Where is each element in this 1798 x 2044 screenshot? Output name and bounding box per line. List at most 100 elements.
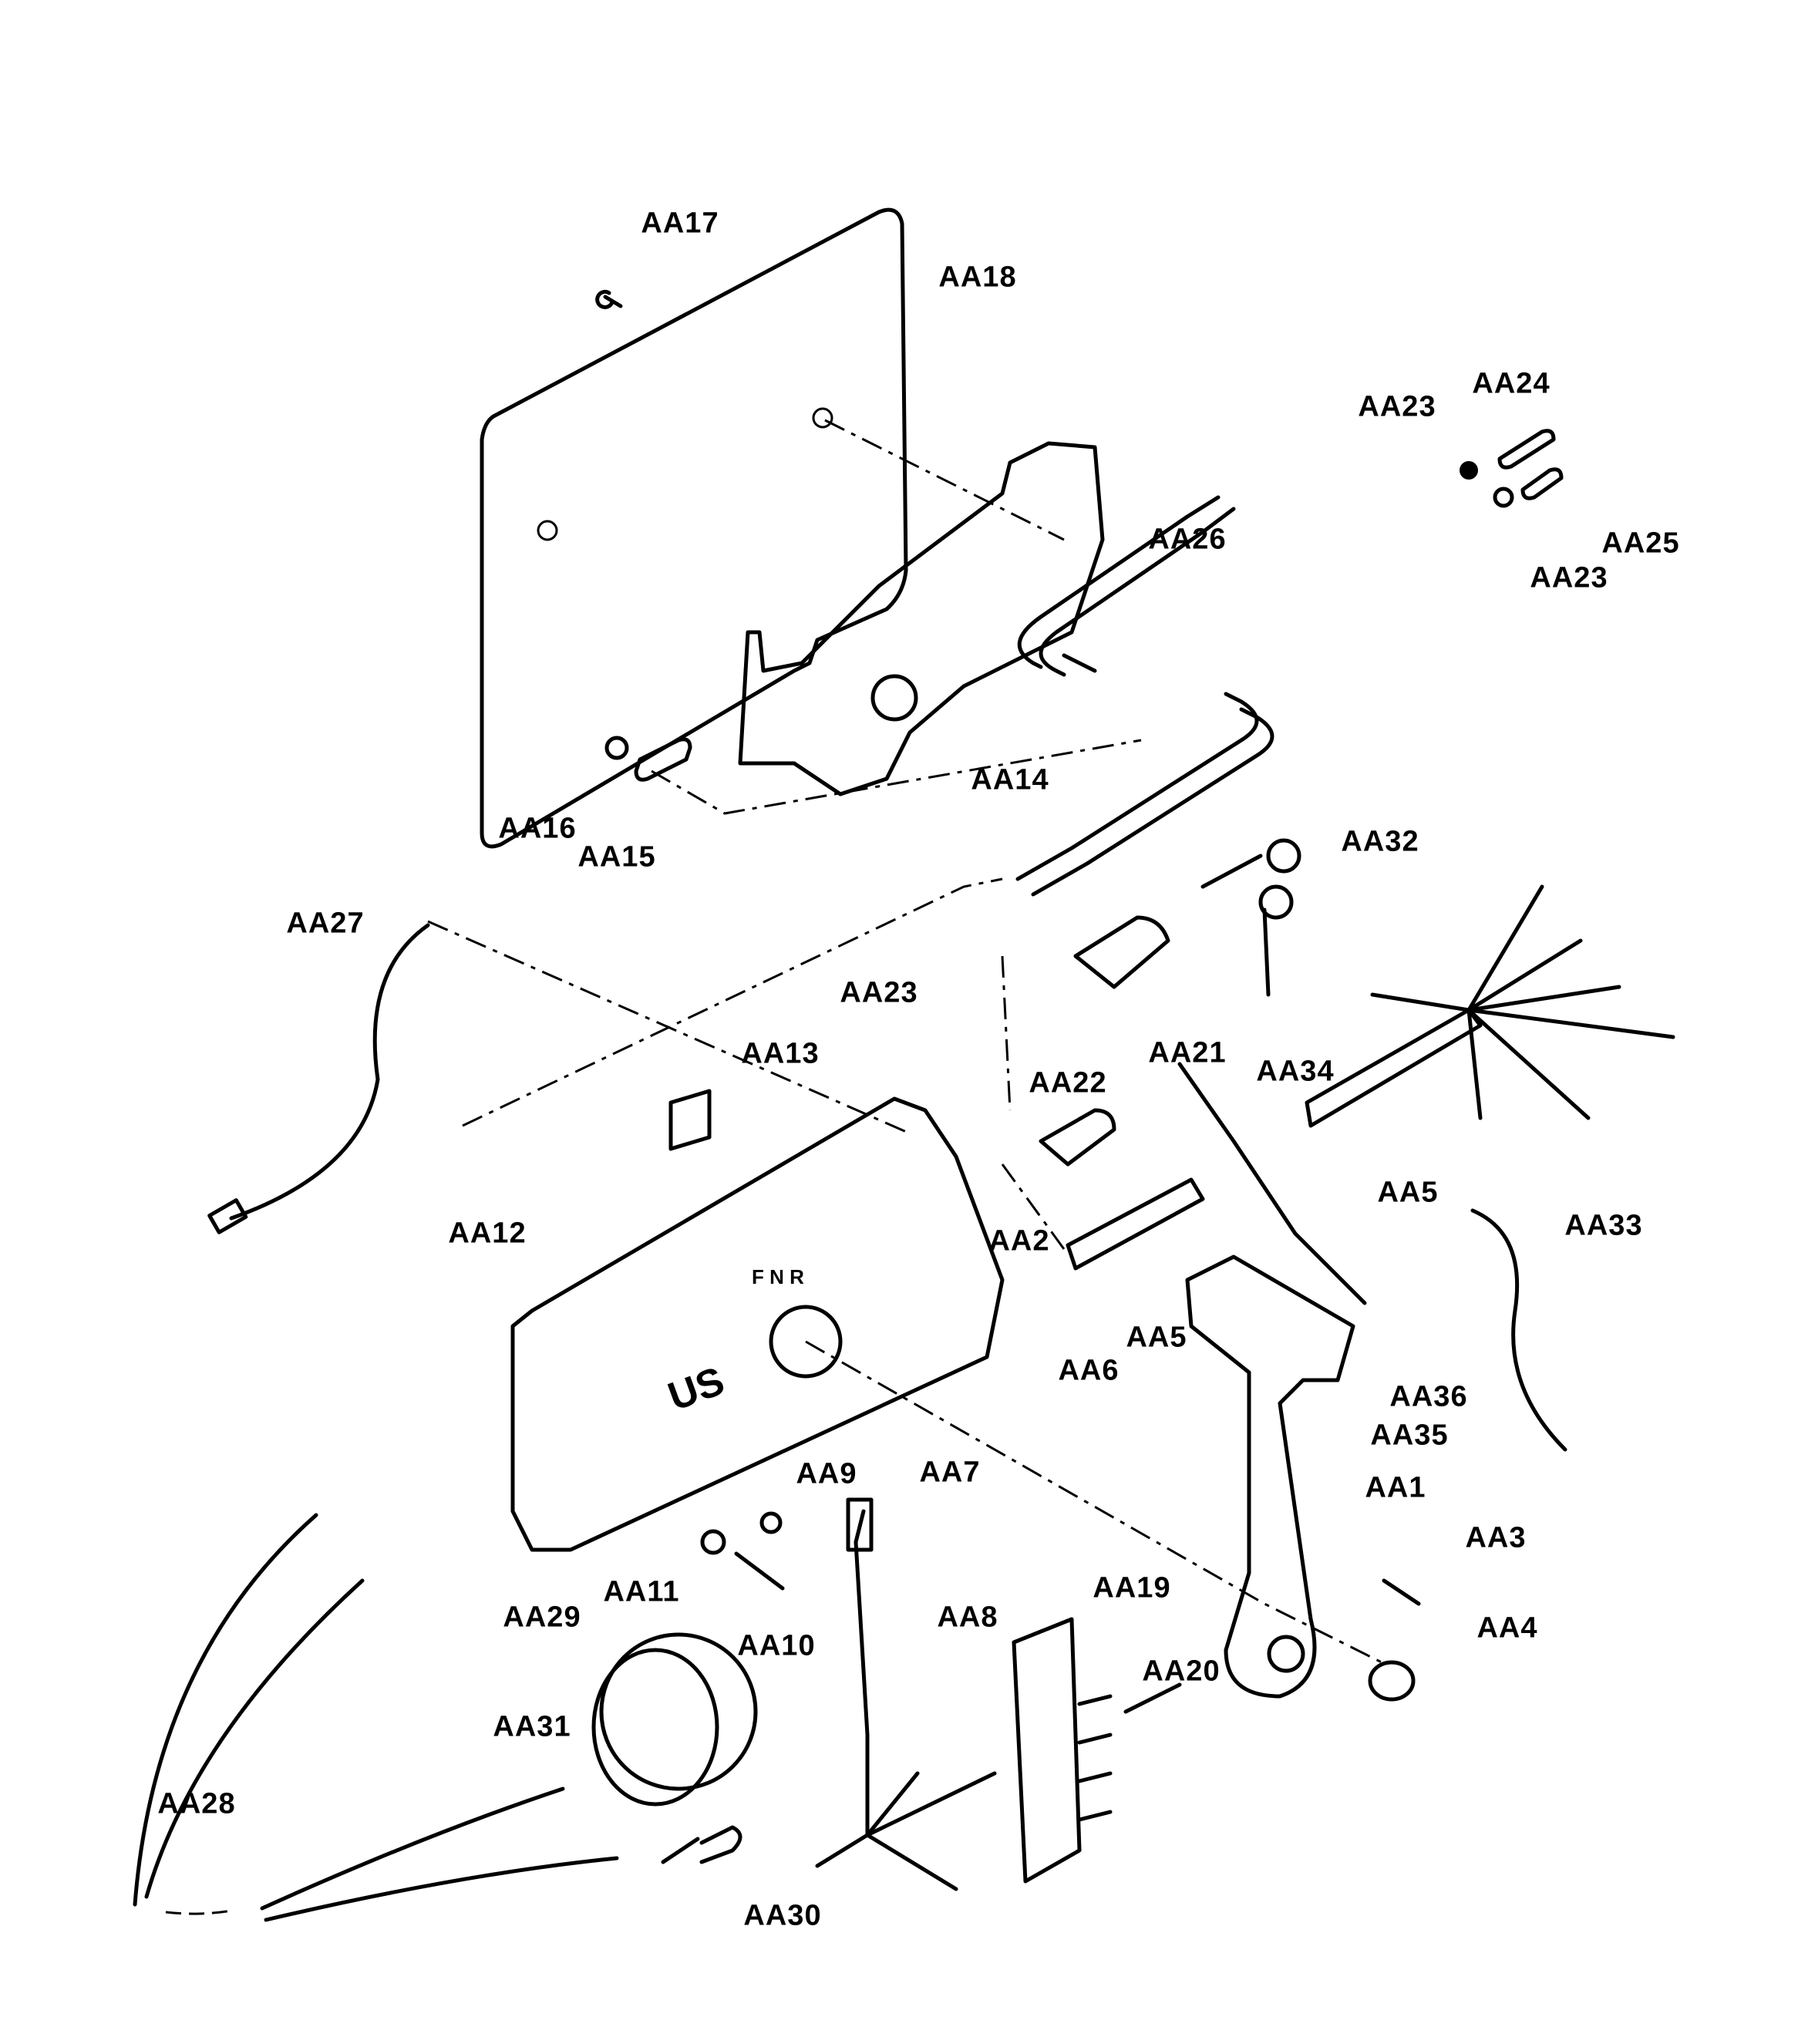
label-aa21: AA21 xyxy=(1148,1036,1227,1069)
label-aa6: AA6 xyxy=(1058,1354,1120,1387)
key-head-2 xyxy=(1258,884,1294,920)
label-aa18: AA18 xyxy=(938,261,1017,294)
label-aa34: AA34 xyxy=(1256,1055,1335,1088)
cable-lower-upper xyxy=(1015,692,1259,881)
label-aa16: AA16 xyxy=(498,812,577,845)
label-aa25: AA25 xyxy=(1601,527,1680,560)
control-handle-aa1 xyxy=(1185,1254,1355,1699)
screw-aa17 xyxy=(595,289,623,309)
label-aa4: AA4 xyxy=(1476,1611,1538,1645)
assembly-line xyxy=(824,419,1065,541)
label-aa30: AA30 xyxy=(743,1899,822,1932)
screw-aa3 xyxy=(1382,1578,1421,1606)
label-aa33: AA33 xyxy=(1564,1209,1643,1242)
cable-aa26-lower xyxy=(1039,507,1236,677)
screw-aa20 xyxy=(1123,1682,1182,1714)
wire-aa28-d xyxy=(264,1856,619,1922)
control-mechanism xyxy=(738,441,1105,796)
nut-aa23 xyxy=(1460,461,1478,480)
harness-aa8-leads xyxy=(815,1771,997,1891)
horn-bracket xyxy=(699,1825,742,1864)
label-aa23: AA23 xyxy=(1530,561,1608,594)
label-aa17: AA17 xyxy=(641,207,719,240)
label-aa12: AA12 xyxy=(448,1217,527,1250)
label-aa15: AA15 xyxy=(577,840,656,874)
label-aa35: AA35 xyxy=(1370,1419,1449,1452)
shift-marking: F N R xyxy=(752,1265,804,1288)
wire-break xyxy=(165,1909,232,1915)
wire-harness xyxy=(1370,884,1675,1120)
cable-aa26-upper xyxy=(1017,495,1221,669)
label-aa27: AA27 xyxy=(286,907,365,940)
mounting-plate xyxy=(480,207,908,849)
label-aa23: AA23 xyxy=(840,976,918,1009)
label-aa24: AA24 xyxy=(1472,367,1551,400)
plate-hole xyxy=(537,520,558,541)
harness-aa8 xyxy=(854,1509,870,1837)
assembly-line xyxy=(1001,1163,1066,1250)
terminal-block-aa19 xyxy=(1012,1617,1082,1884)
nut-aa23-b xyxy=(1493,487,1514,508)
cable-lower-lower xyxy=(1031,707,1274,897)
label-aa22: AA22 xyxy=(1029,1066,1107,1099)
harness-aa27 xyxy=(229,923,430,1221)
tube-aa5-lower xyxy=(1066,1177,1205,1271)
screw-aa10 xyxy=(734,1551,785,1591)
horn-face xyxy=(591,1648,719,1807)
handle-hub xyxy=(1267,1635,1305,1673)
plate-hole xyxy=(812,407,833,429)
label-aa1: AA1 xyxy=(1365,1471,1426,1504)
pin-aa24 xyxy=(1497,429,1556,470)
mechanism-hub xyxy=(870,674,918,722)
assembly-line xyxy=(1001,955,1012,1111)
assembly-line xyxy=(805,1340,1389,1667)
lanyard-aa33 xyxy=(1470,1208,1567,1452)
grommet-aa7 xyxy=(846,1497,874,1552)
assembly-line xyxy=(462,877,1003,1127)
label-aa36: AA36 xyxy=(1389,1380,1468,1413)
label-aa14: AA14 xyxy=(971,763,1049,796)
label-aa32: AA32 xyxy=(1341,825,1419,858)
label-aa3: AA3 xyxy=(1465,1521,1527,1554)
label-aa13: AA13 xyxy=(741,1037,820,1070)
mechanism-shaft xyxy=(1062,653,1097,673)
logo: US xyxy=(662,1359,730,1419)
label-aa5: AA5 xyxy=(1126,1321,1187,1354)
label-aa19: AA19 xyxy=(1093,1571,1171,1605)
label-aa28: AA28 xyxy=(157,1787,236,1820)
label-aa11: AA11 xyxy=(603,1575,680,1608)
wire-aa28-c xyxy=(260,1786,565,1911)
label-aa20: AA20 xyxy=(1142,1655,1221,1688)
control-box-aa12 xyxy=(510,1096,1005,1552)
keys-aa32 xyxy=(1200,854,1271,997)
screw-aa30 xyxy=(661,1837,700,1864)
wire-aa28-b xyxy=(144,1578,365,1899)
clip-aa25 xyxy=(1520,467,1564,500)
clip-aa13 xyxy=(668,1089,712,1151)
lanyard-aa34 xyxy=(1177,1062,1367,1305)
washer-aa11 xyxy=(700,1529,726,1555)
label-aa10: AA10 xyxy=(737,1629,816,1662)
terminal-tabs xyxy=(1077,1694,1113,1822)
label-aa5: AA5 xyxy=(1377,1176,1439,1209)
switch-aa2 xyxy=(1039,1108,1116,1167)
horn-aa29 xyxy=(599,1632,758,1791)
cap-aa4 xyxy=(1368,1660,1416,1702)
label-aa8: AA8 xyxy=(937,1601,998,1634)
clip-aa15 xyxy=(634,737,692,782)
harness-aa27-plug xyxy=(207,1198,248,1234)
tube-aa5-upper xyxy=(1305,1008,1483,1128)
wire-aa28-a xyxy=(133,1513,318,1907)
label-aa7: AA7 xyxy=(919,1456,981,1489)
assembly-line xyxy=(651,739,1142,815)
nut-aa16 xyxy=(604,736,629,760)
label-aa29: AA29 xyxy=(503,1601,581,1634)
nut-aa9 xyxy=(759,1511,783,1534)
key-head xyxy=(1266,838,1301,874)
label-aa2: AA2 xyxy=(988,1224,1050,1258)
label-aa26: AA26 xyxy=(1148,523,1227,556)
ignition-switch-aa21 xyxy=(1073,915,1170,989)
shift-hub xyxy=(769,1305,843,1379)
